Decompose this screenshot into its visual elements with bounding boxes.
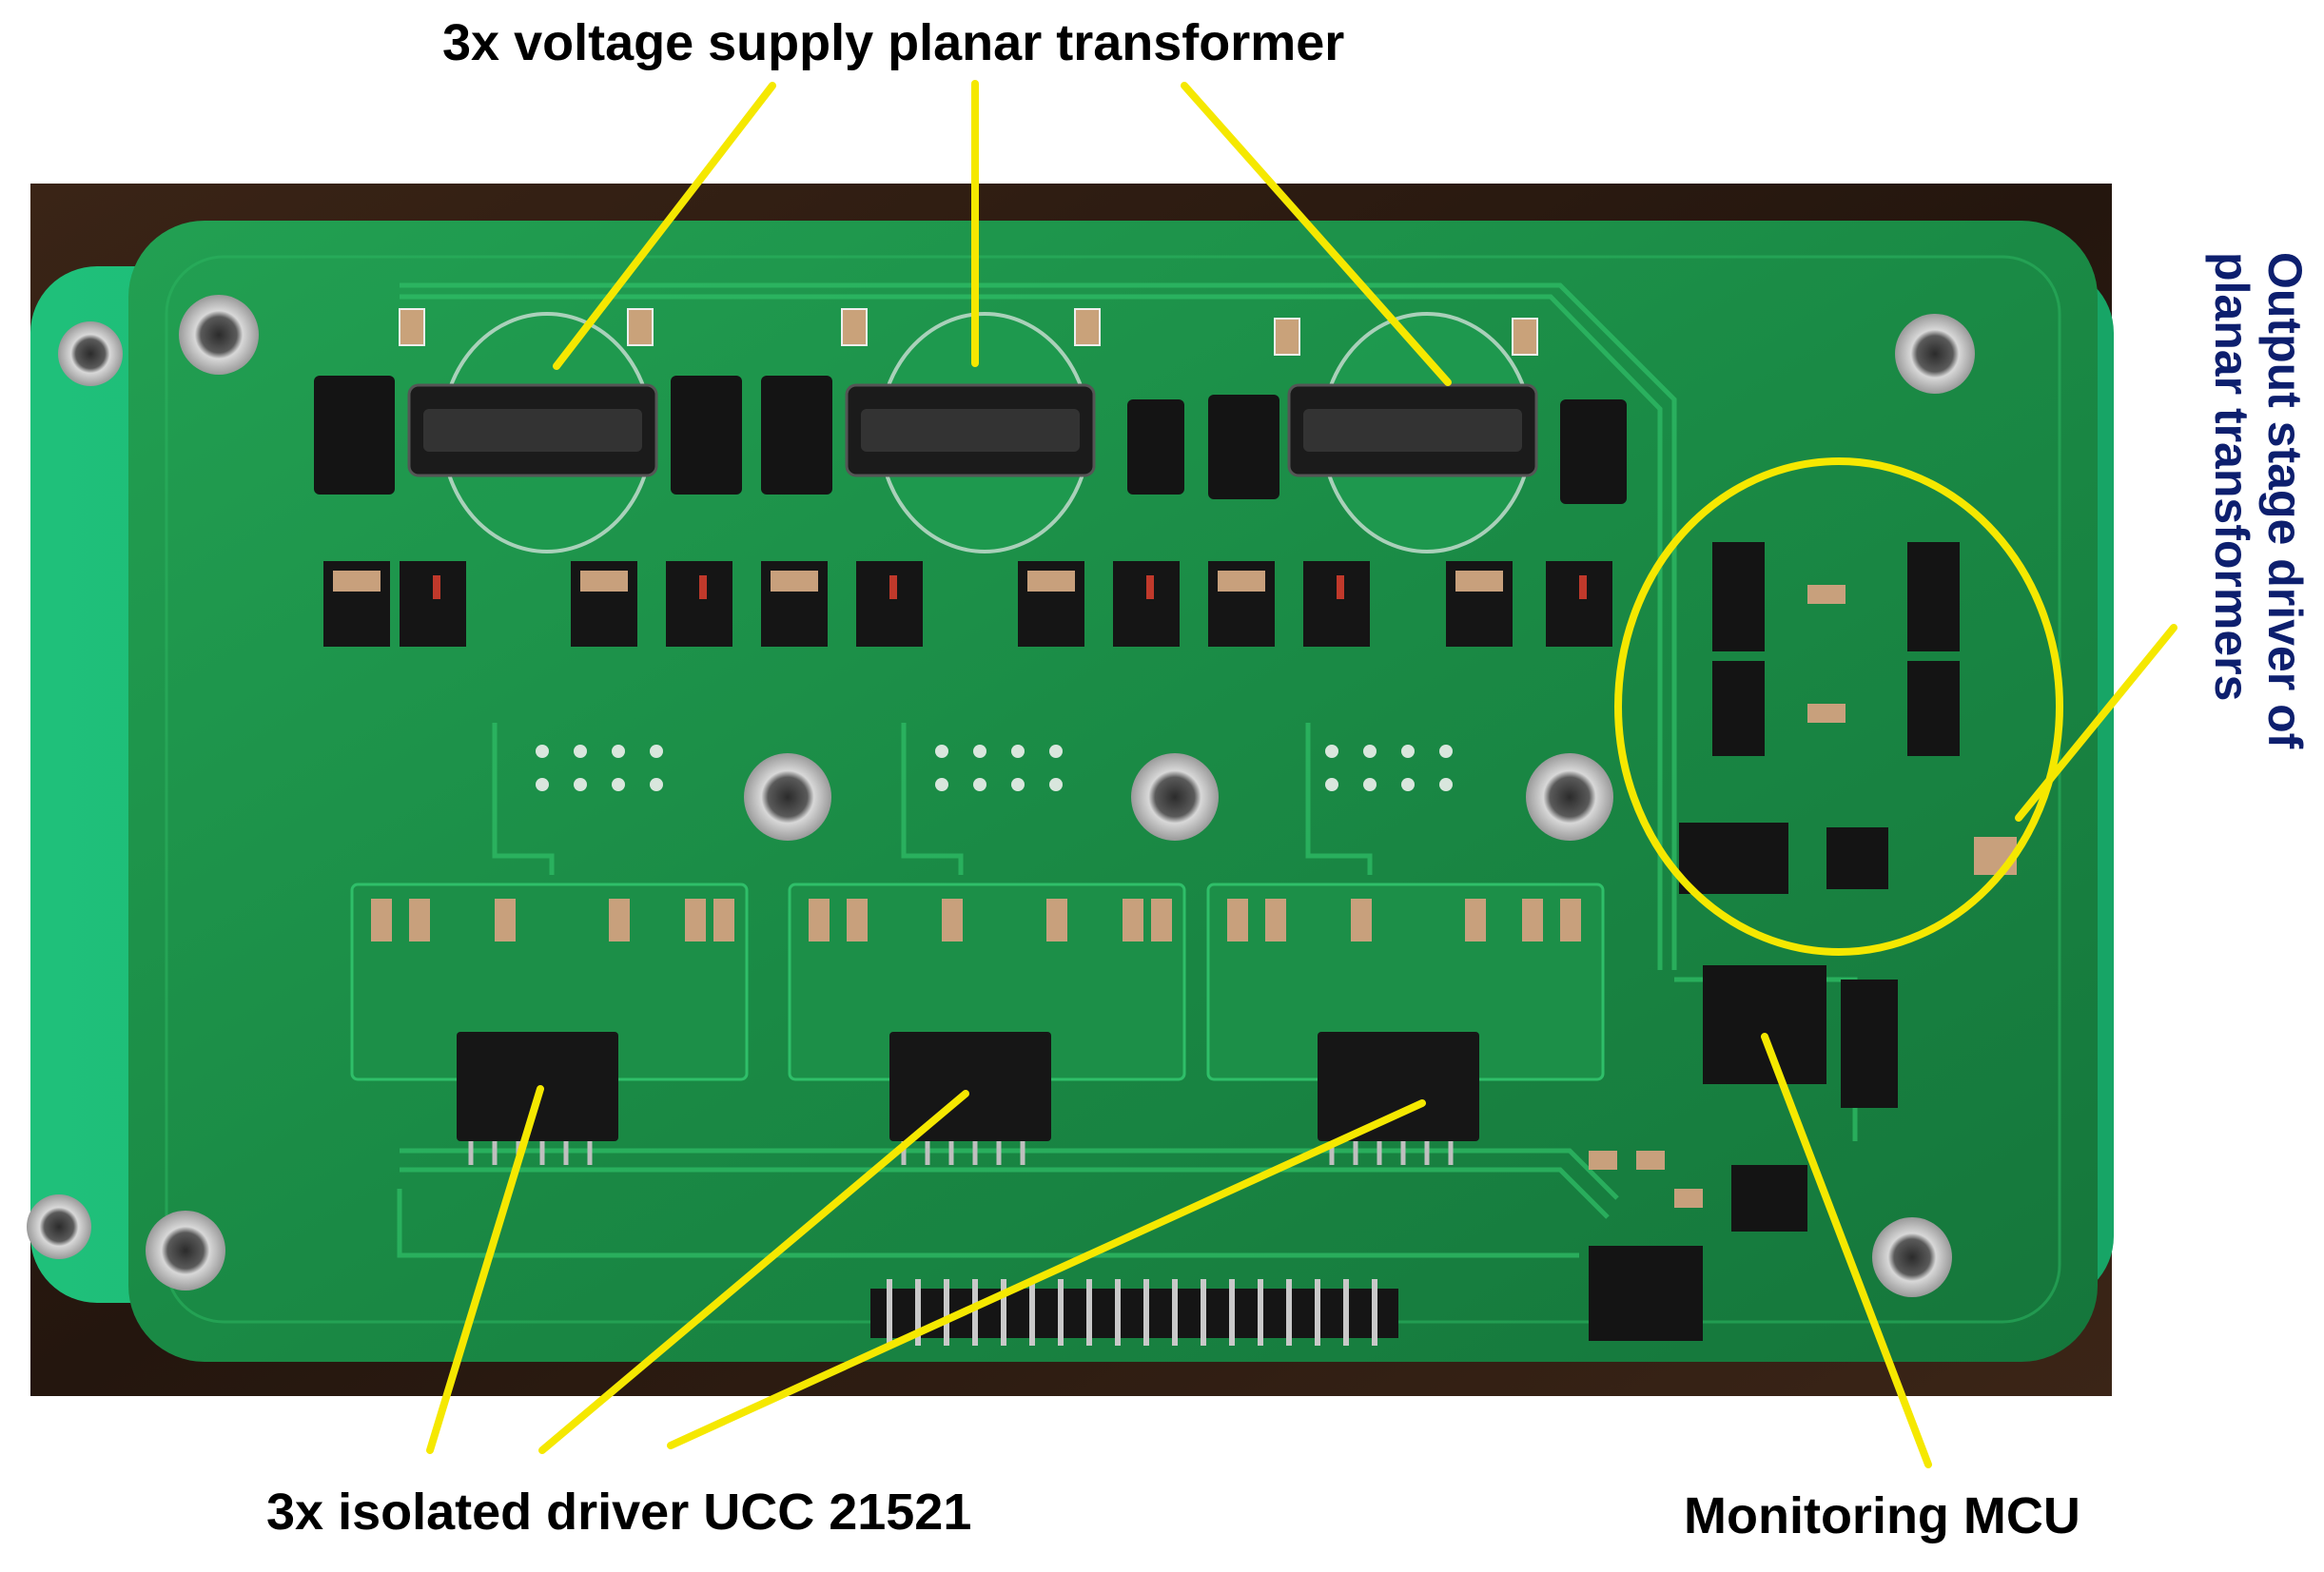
standoff — [1526, 753, 1613, 841]
monitoring-mcu-label: Monitoring MCU — [1684, 1487, 2080, 1544]
monitoring-mcu-chip — [1703, 965, 1826, 1084]
output-stage-label-line2: planar transformers — [2205, 252, 2258, 702]
isolated-driver-label: 3x isolated driver UCC 21521 — [266, 1484, 972, 1541]
annotation-lines — [426, 80, 2178, 1468]
lid-mount-hole — [27, 1194, 91, 1259]
mount-hole — [146, 1211, 225, 1291]
mount-hole — [179, 295, 259, 375]
mount-hole — [1872, 1217, 1952, 1297]
planar-transformer-group — [407, 383, 1538, 477]
standoff — [1131, 753, 1219, 841]
output-stage-label: Output stage driver of planar transforme… — [2205, 252, 2312, 851]
output-driver-ic — [1679, 823, 1788, 894]
pin-header — [870, 1279, 1398, 1346]
standoff — [744, 753, 831, 841]
mount-hole — [1895, 314, 1975, 394]
lid-mount-hole — [58, 321, 123, 386]
output-stage-label-line1: Output stage driver of — [2258, 252, 2312, 749]
transformer-label: 3x voltage supply planar transformer — [442, 14, 1345, 71]
isolated-driver-ic-group — [457, 1032, 1479, 1141]
